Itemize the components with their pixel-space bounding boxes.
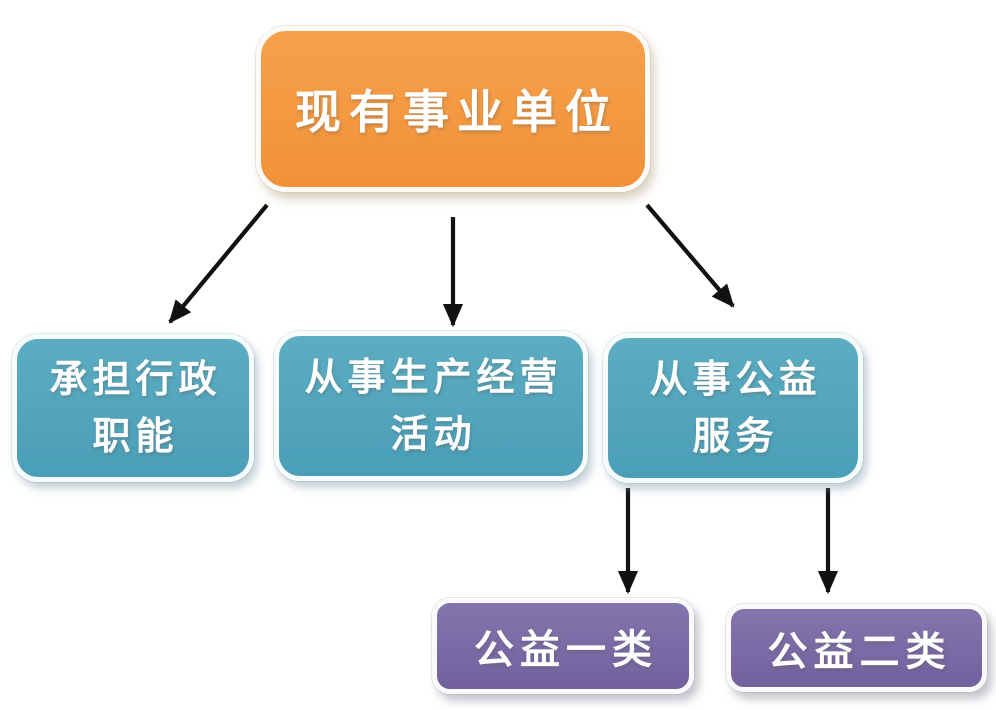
node-public-welfare-services: 从事公益 服务 [603,333,863,483]
node-label-line1: 从事生产经营 [304,355,563,399]
node-label-line2: 活动 [390,412,477,456]
node-label-line2: 服务 [692,414,779,458]
node-existing-public-institutions: 现有事业单位 [256,26,650,192]
node-label: 现有事业单位 [295,85,619,139]
node-label-line1: 承担行政 [49,357,222,401]
node-label: 公益一类 [474,627,658,673]
node-production-business-activities: 从事生产经营 活动 [274,331,588,481]
node-label-line2: 职能 [92,414,179,458]
arrow-root-to-welfare [645,203,735,308]
node-public-welfare-category-two: 公益二类 [726,604,987,692]
node-administrative-functions: 承担行政 职能 [12,334,254,482]
arrow-root-to-admin [168,203,269,324]
node-label-line1: 从事公益 [649,357,822,401]
node-public-welfare-category-one: 公益一类 [432,598,694,694]
node-label: 公益二类 [767,629,952,675]
